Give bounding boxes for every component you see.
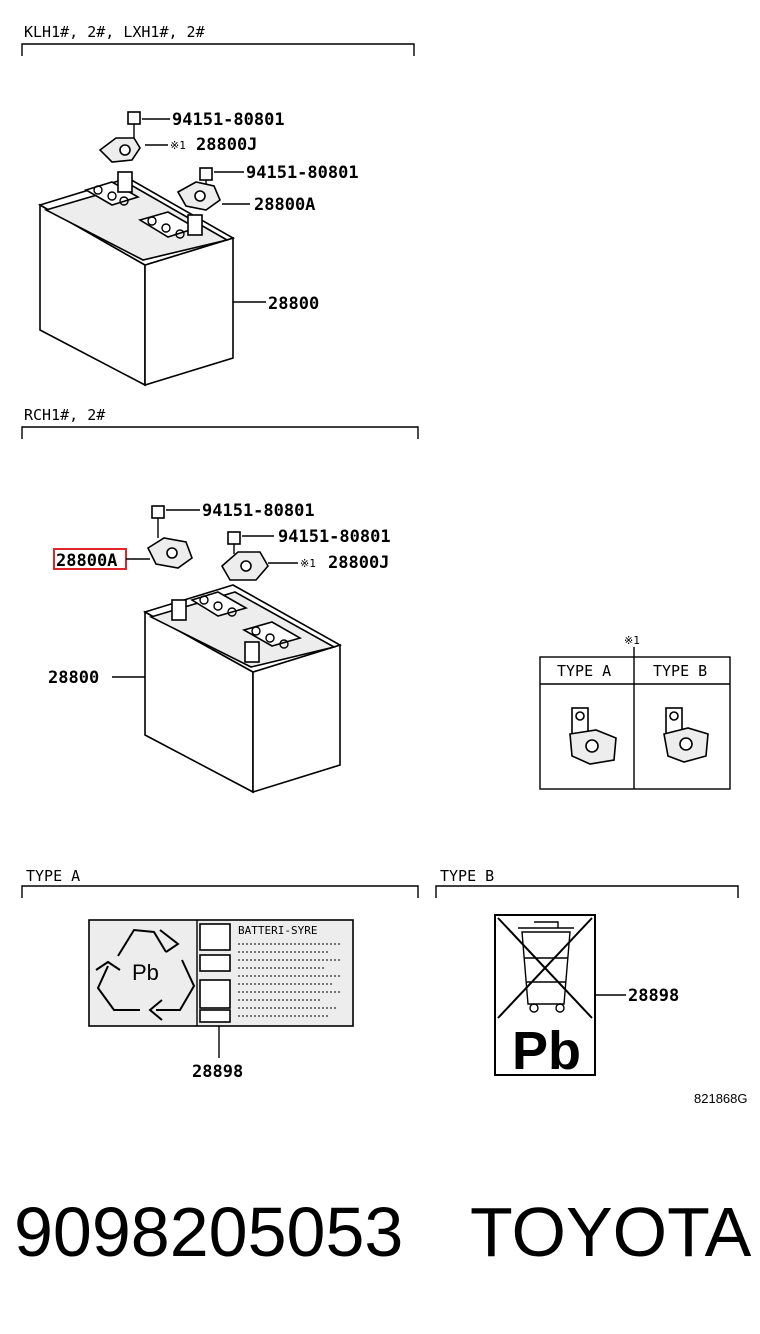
battery-caps-rch	[190, 591, 303, 649]
clamp-type-a-icon	[569, 707, 617, 765]
battery-caps-klh	[84, 181, 198, 239]
part-label-rch-battery[interactable]: 28800	[48, 668, 99, 688]
terminal-post	[244, 641, 260, 663]
section-rch: RCH1#, 2# 94151-80801	[21, 406, 419, 794]
part-label-klh-bolt-2[interactable]: 94151-80801	[246, 163, 359, 183]
terminal-post	[187, 214, 203, 236]
part-label-rch-bolt-2[interactable]: 94151-80801	[278, 527, 391, 547]
bolt-rch-2	[227, 531, 241, 554]
section-klh: KLH1#, 2#, LXH1#, 2#	[21, 23, 415, 387]
type-table-frame	[539, 656, 731, 790]
type-table-mark: ※1	[624, 634, 640, 647]
part-label-rch-bolt-1[interactable]: 94151-80801	[202, 501, 315, 521]
clamp-type-b-icon	[663, 707, 709, 763]
section-title-type-b: TYPE B	[440, 867, 494, 885]
part-label-klh-clamp-a[interactable]: 28800A	[254, 195, 315, 215]
type-table-col-a: TYPE A	[557, 662, 611, 680]
clamp-a-klh	[176, 181, 221, 211]
section-title-type-a: TYPE A	[26, 867, 80, 885]
bolt-rch-1	[151, 505, 165, 538]
part-label-klh-battery[interactable]: 28800	[268, 294, 319, 314]
clamp-j-klh	[98, 137, 141, 163]
illustration-number: 821868G	[694, 1091, 748, 1106]
section-bracket-type-a	[21, 885, 419, 898]
bolt-klh-2	[199, 167, 213, 190]
section-bracket-type-b	[435, 885, 739, 898]
mark-1-klh: ※1	[170, 139, 186, 152]
battery-klh	[37, 171, 236, 387]
bolt-klh-1	[127, 111, 141, 138]
label-b-graphic: Pb	[494, 914, 596, 1081]
part-label-label-a[interactable]: 28898	[192, 1062, 243, 1082]
clamp-a-rch	[146, 537, 193, 569]
part-label-label-b[interactable]: 28898	[628, 986, 679, 1006]
part-label-klh-bolt-1[interactable]: 94151-80801	[172, 110, 285, 130]
type-table: ※1 TYPE A TYPE B	[539, 634, 731, 790]
label-b-pb-text: Pb	[512, 1021, 581, 1081]
battery-rch	[142, 584, 343, 794]
recycle-icon	[95, 928, 196, 1021]
part-label-rch-clamp-a[interactable]: 28800A	[56, 551, 117, 571]
terminal-post	[171, 599, 187, 621]
part-label-rch-clamp-j[interactable]: 28800J	[328, 553, 389, 573]
part-label-klh-clamp-j[interactable]: 28800J	[196, 135, 257, 155]
footer-part-number: 9098205053	[14, 1193, 403, 1271]
section-bracket-rch	[21, 426, 419, 439]
mark-1-rch: ※1	[300, 557, 316, 570]
type-table-col-b: TYPE B	[653, 662, 707, 680]
crossed-bin-icon	[497, 917, 593, 1019]
terminal-post	[117, 171, 133, 193]
footer-brand: TOYOTA	[470, 1193, 752, 1271]
label-a-graphic: Pb BATTERI-SYRE	[88, 919, 354, 1027]
clamp-j-rch	[220, 551, 269, 581]
section-bracket-klh	[21, 43, 415, 56]
label-a-fine-print	[238, 943, 342, 1017]
section-type-a: TYPE A Pb BATTERI-SYRE	[21, 867, 419, 1082]
label-a-heading: BATTERI-SYRE	[238, 924, 317, 937]
section-title-klh: KLH1#, 2#, LXH1#, 2#	[24, 23, 205, 41]
section-title-rch: RCH1#, 2#	[24, 406, 105, 424]
label-a-pb-text: Pb	[132, 960, 159, 985]
section-type-b: TYPE B Pb 28898	[435, 867, 739, 1081]
